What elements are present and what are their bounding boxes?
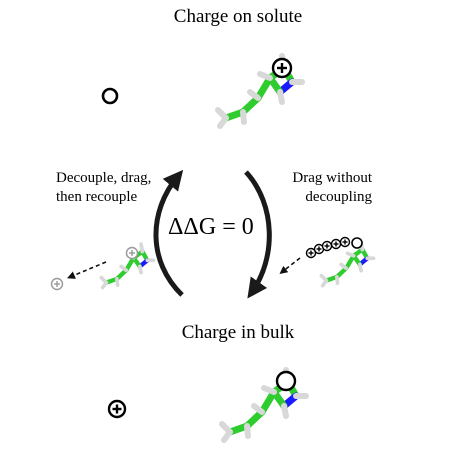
curved-arrow-icon (244, 170, 272, 299)
delta-delta-g-equation: ΔΔG = 0 (168, 214, 254, 240)
dashed-arrow-icon (67, 261, 107, 279)
title-charge-on-solute: Charge on solute (173, 6, 303, 27)
title-charge-in-bulk: Charge in bulk (181, 322, 295, 343)
positive-charge-icon (271, 57, 293, 79)
dashed-arrow-icon (279, 257, 301, 274)
label-decouple-path: Decouple, drag, then recouple (56, 170, 152, 205)
charge-trail-icon (305, 236, 363, 259)
positive-charge-faded-icon (125, 246, 139, 260)
positive-charge-icon (107, 399, 127, 419)
positive-charge-faded-icon (50, 277, 64, 291)
neutral-charge-icon (275, 370, 297, 392)
curved-arrow-icon (153, 169, 184, 297)
label-drag-without-decoupling: Drag without decoupling (292, 170, 372, 205)
neutral-charge-icon (101, 87, 119, 105)
